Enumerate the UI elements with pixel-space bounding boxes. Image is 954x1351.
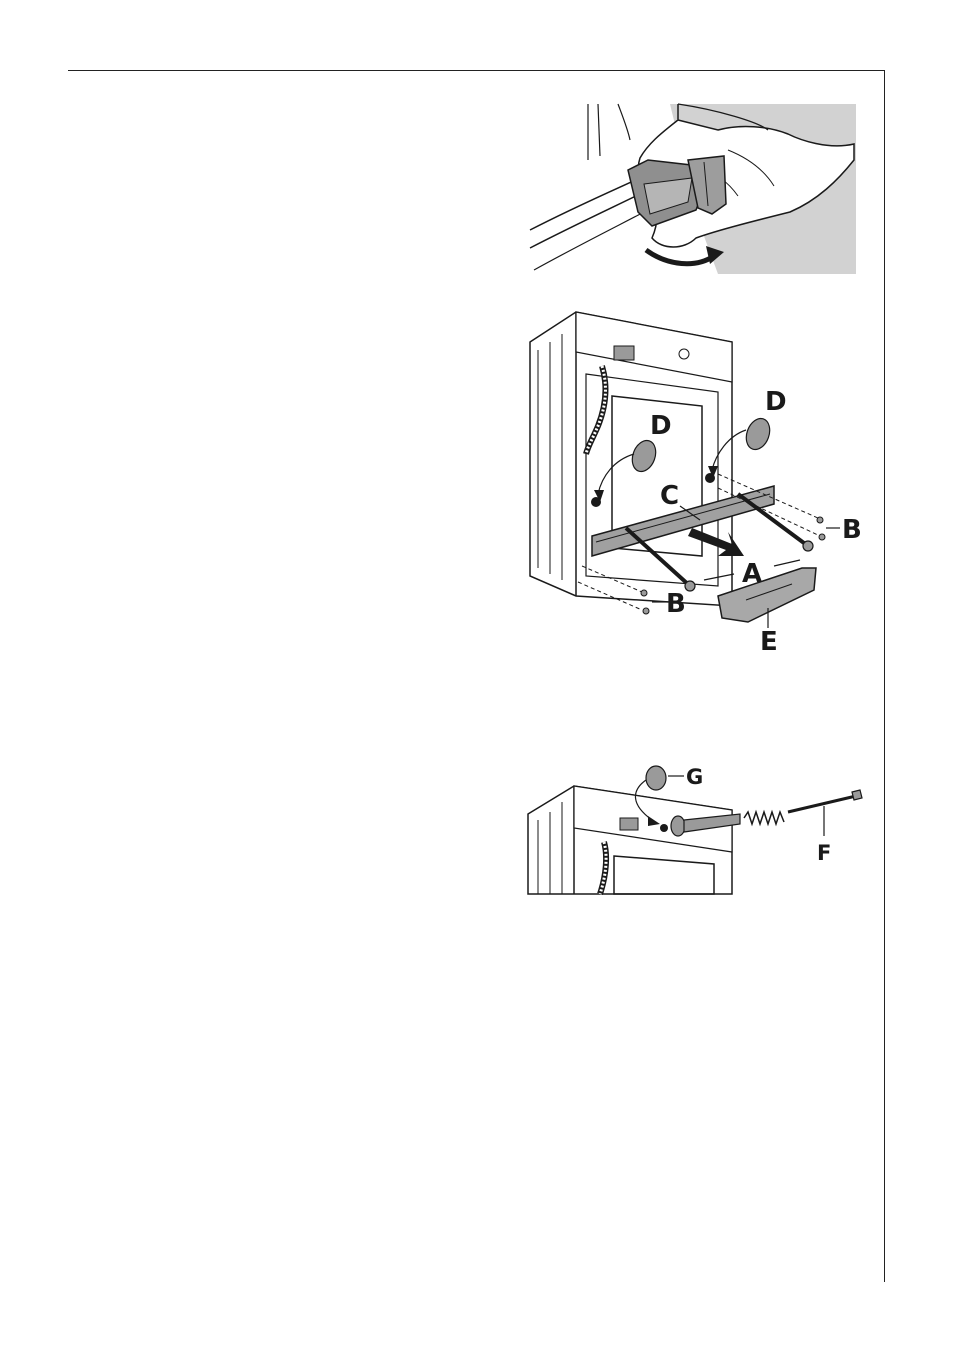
label-e: E [760,627,778,656]
figure-transit-bracket-removal: D D C A B B E [522,306,864,656]
right-margin-rule [884,70,885,1282]
figure-hand-removing-cover [528,100,856,274]
label-g: G [686,765,703,789]
label-d-right: D [765,387,787,417]
label-a: A [742,559,762,589]
transit-bracket-illustration: D D C A B B E [522,306,864,656]
label-d-left: D [650,411,672,441]
label-b-right: B [842,515,862,545]
label-c: C [660,481,679,511]
label-b-left: B [666,589,686,619]
label-f: F [817,841,831,865]
figure-plug-and-bolt: G F [526,756,864,896]
hand-cover-illustration [528,100,856,274]
plug-bolt-illustration: G F [526,756,864,896]
top-rule [68,70,885,71]
